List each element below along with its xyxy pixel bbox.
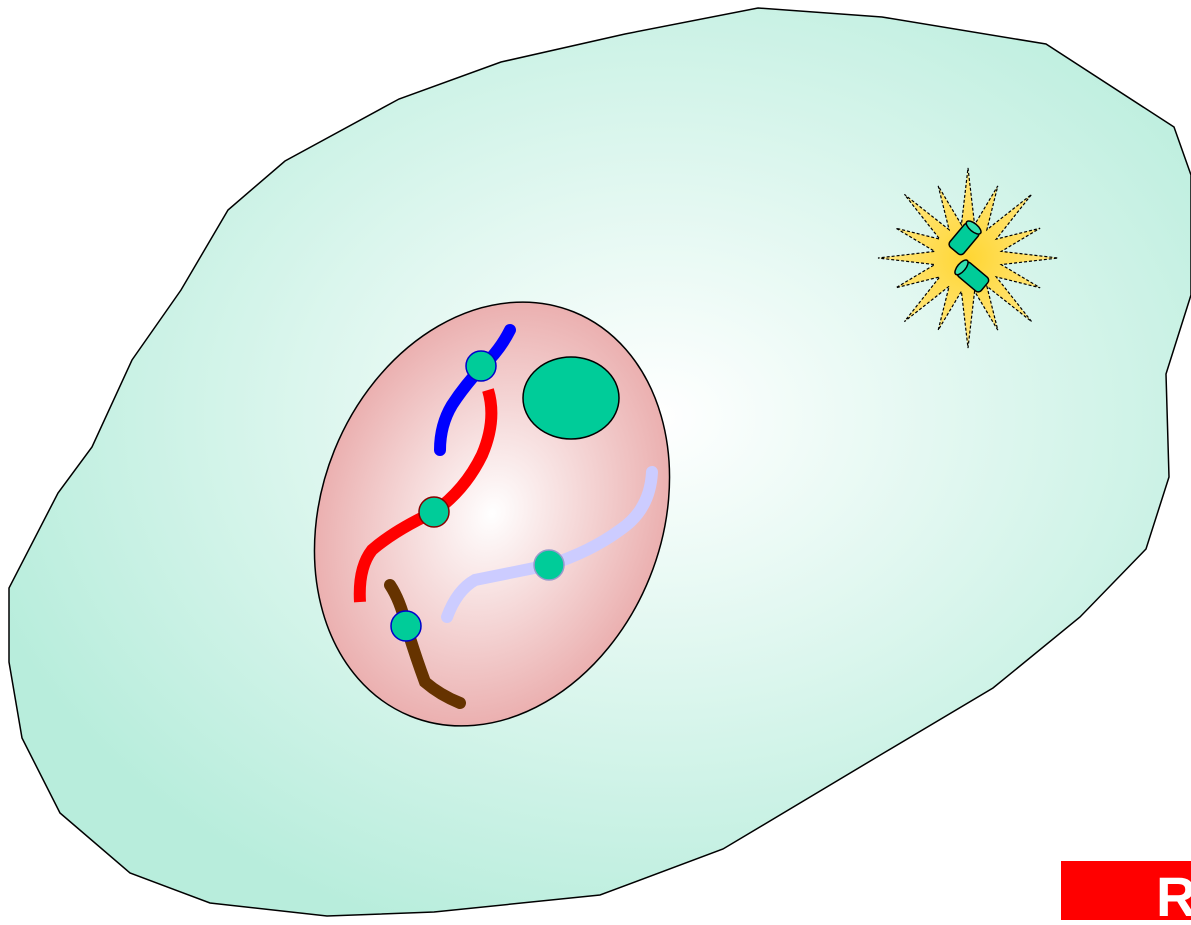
corner-tab-label: R — [1156, 869, 1191, 920]
centromere-red-chromosome — [419, 497, 449, 527]
nucleolus — [523, 357, 619, 439]
centrosome-starburst-icon — [878, 168, 1058, 348]
centromere-blue-chromosome — [466, 351, 496, 381]
centrosome — [878, 168, 1058, 348]
corner-red-tab: R — [1061, 861, 1191, 920]
centromere-brown-chromosome — [391, 611, 421, 641]
centromere-lavender-chromosome — [534, 550, 564, 580]
